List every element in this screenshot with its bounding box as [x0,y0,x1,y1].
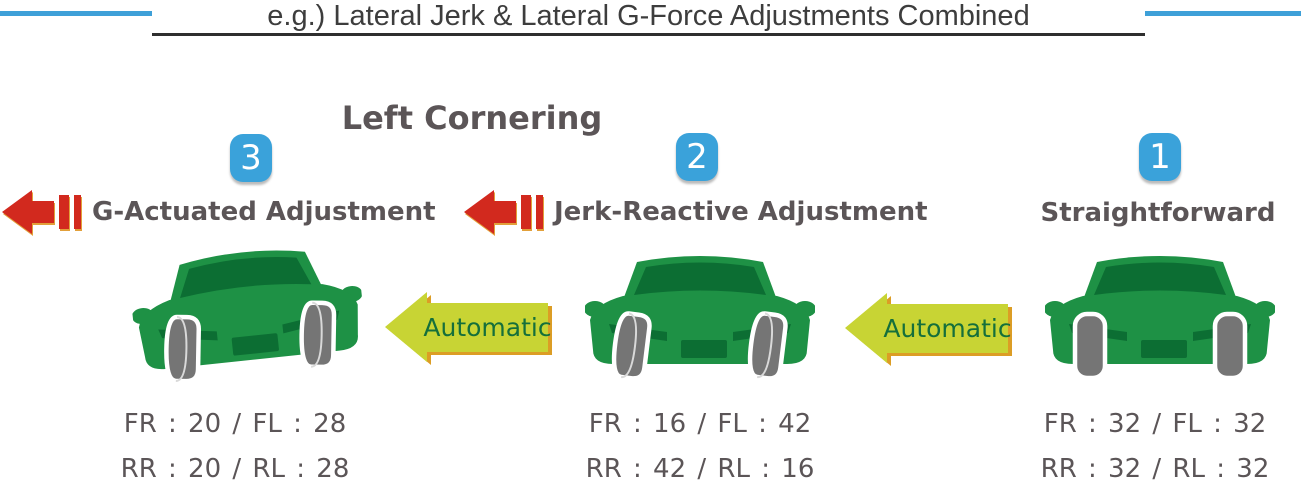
yellow-left-block-arrow-icon [845,293,1008,363]
pressure-rear-line: RR : 20 / RL : 28 [120,454,350,483]
automatic-label: Automatic [883,313,1012,343]
steered-tire-left [611,311,652,381]
car-illustration-stage-3 [127,236,369,389]
diagram-title-box: e.g.) Lateral Jerk & Lateral G-Force Adj… [152,0,1145,36]
car-illustration-stage-2 [584,252,816,382]
left-cornering-heading: Left Cornering [341,99,603,137]
straight-tire-left [1072,311,1108,381]
stage-1-badge: 1 [1139,133,1181,181]
automatic-transition-arrow: Automatic [385,290,552,364]
automatic-label: Automatic [423,312,552,342]
stage-3-label-row: G-Actuated Adjustment [2,190,436,234]
green-car-front-icon [584,256,816,381]
automatic-transition-arrow: Automatic [845,291,1012,365]
straight-tire-right [1212,311,1248,381]
stage-3-badge: 3 [230,134,272,182]
pressure-front-line: FR : 20 / FL : 28 [123,409,347,439]
pressure-readout-stage-3: FR : 20 / FL : 28 RR : 20 / RL : 28 [45,402,425,483]
red-dashed-left-arrow-icon [2,190,81,234]
pressure-readout-stage-2: FR : 16 / FL : 42 RR : 42 / RL : 16 [510,402,890,483]
green-car-front-icon [1044,256,1276,381]
stage-2-label: Jerk-Reactive Adjustment [554,197,928,227]
steered-tire-left [164,314,202,384]
pressure-front-line: FR : 16 / FL : 42 [588,409,812,439]
pressure-front-line: FR : 32 / FL : 32 [1043,409,1267,439]
stage-1-label: Straightforward [1040,198,1276,228]
stage-3-label: G-Actuated Adjustment [92,197,436,227]
green-car-front-icon [131,250,363,384]
steered-tire-right [747,311,788,381]
yellow-left-block-arrow-icon [385,292,548,362]
pressure-rear-line: RR : 32 / RL : 32 [1040,454,1270,483]
red-dashed-left-arrow-icon [464,190,543,234]
car-illustration-stage-1 [1044,252,1276,382]
stage-2-label-row: Jerk-Reactive Adjustment [464,190,928,234]
pressure-readout-stage-1: FR : 32 / FL : 32 RR : 32 / RL : 32 [965,402,1301,483]
steered-tire-right [299,300,337,370]
pressure-rear-line: RR : 42 / RL : 16 [585,454,815,483]
diagram-title: e.g.) Lateral Jerk & Lateral G-Force Adj… [267,0,1030,32]
stage-2-badge: 2 [676,133,718,181]
